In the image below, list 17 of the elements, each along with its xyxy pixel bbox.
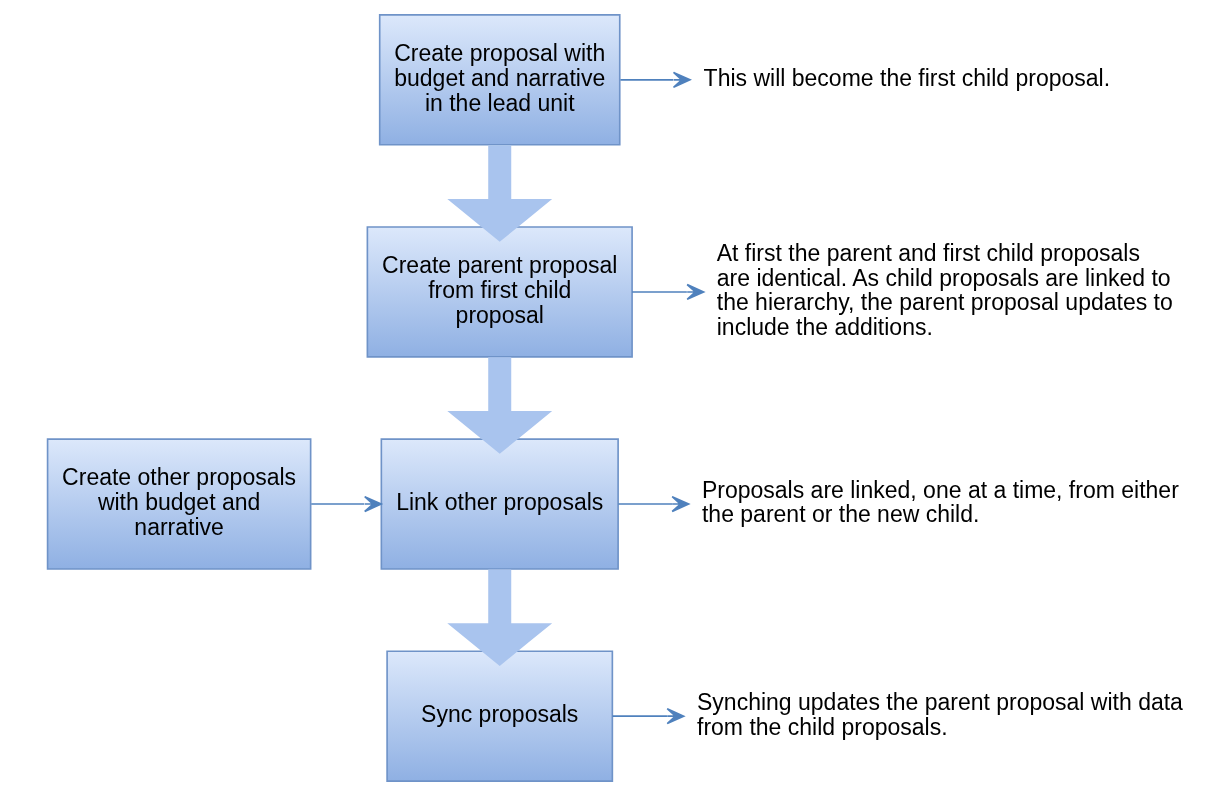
node-text: This will become the first child proposal. bbox=[703, 64, 1110, 91]
node-box: Create parent proposal from first child proposal bbox=[366, 226, 633, 358]
arrow bbox=[446, 569, 552, 666]
arrow bbox=[619, 71, 691, 89]
node-box: Sync proposals bbox=[385, 650, 613, 782]
arrow bbox=[630, 283, 704, 301]
node-text: Proposals are linked, one at a time, from either the parent or the new child. bbox=[701, 476, 1179, 528]
arrow bbox=[617, 495, 689, 513]
node-text: Synching updates the parent proposal with data from the child proposals. bbox=[696, 688, 1183, 740]
arrow bbox=[611, 707, 684, 725]
node-box: Create other proposals with budget and narrative bbox=[46, 438, 311, 570]
arrow bbox=[309, 495, 382, 513]
arrow bbox=[446, 357, 552, 454]
node-box: Create proposal with budget and narrative in the lead unit bbox=[378, 14, 621, 146]
node-box: Link other proposals bbox=[380, 438, 619, 570]
node-text: At first the parent and first child proposals are identical. As child proposals are linked to the hierarchy, the parent proposal updates to include the additions. bbox=[716, 240, 1173, 341]
arrow bbox=[446, 145, 552, 242]
